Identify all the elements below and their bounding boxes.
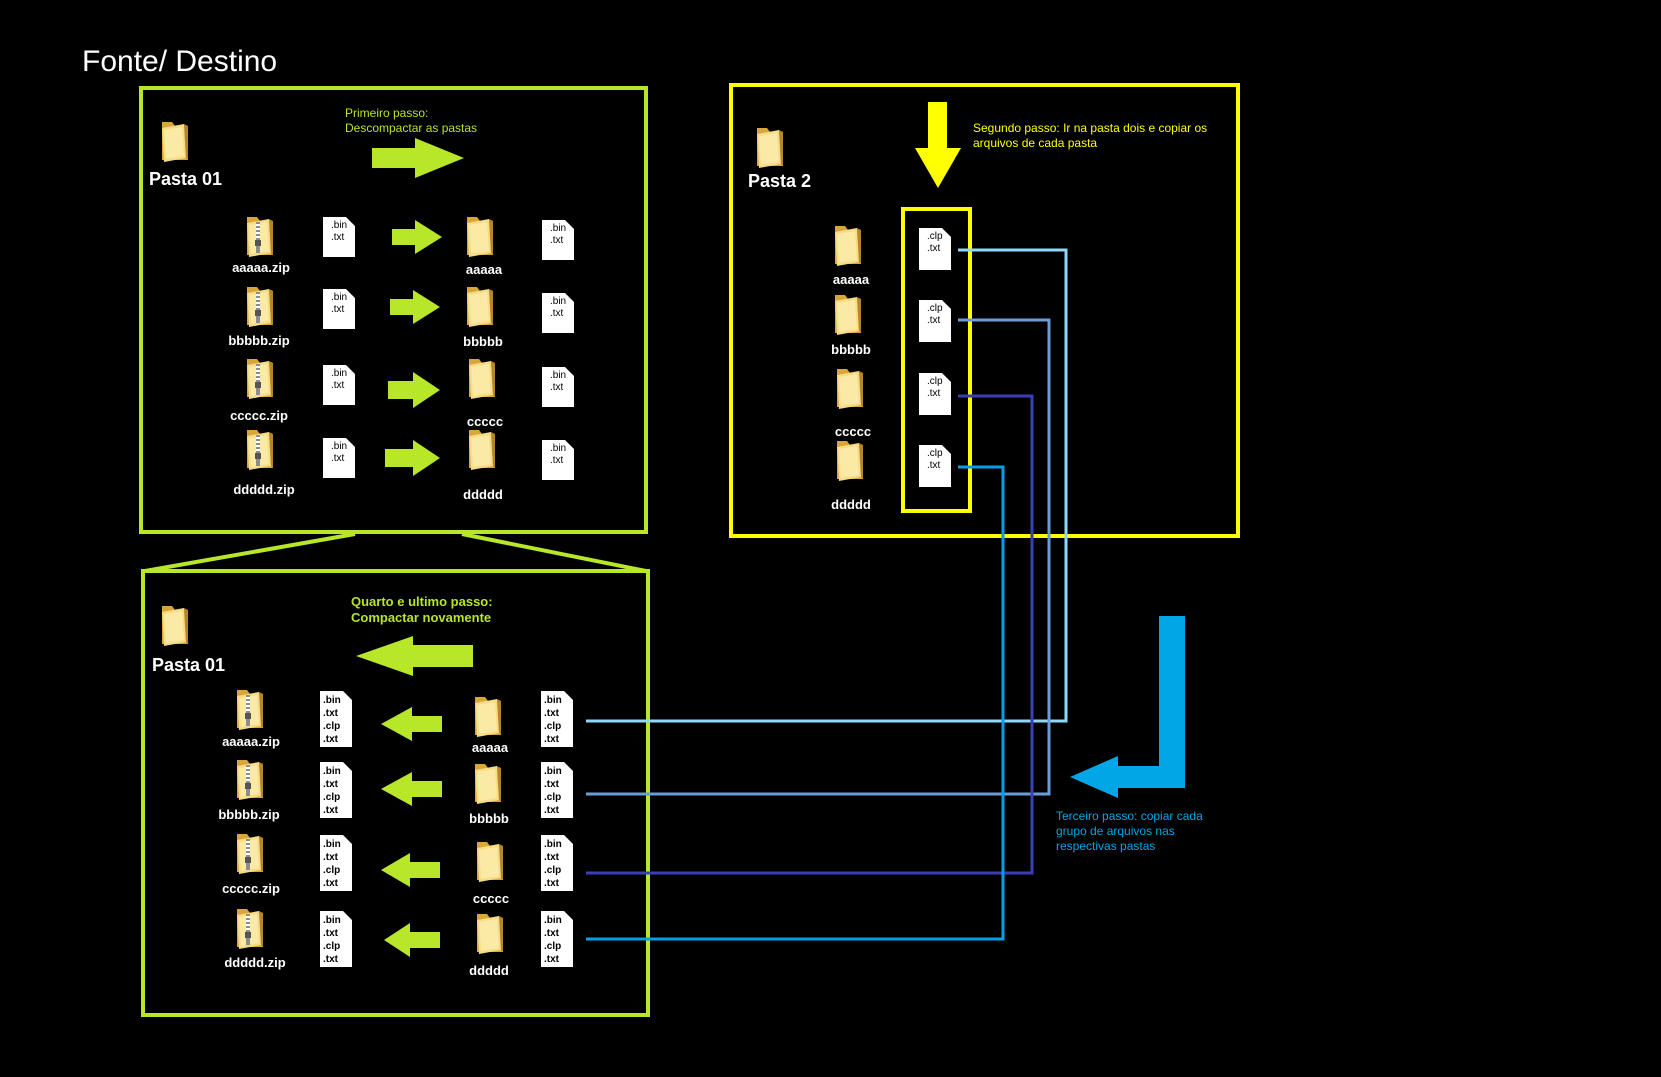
folder-label: bbbbb	[469, 811, 509, 826]
file-icon: .bin.txt.clp.txt	[320, 762, 352, 818]
step2-text: Segundo passo: Ir na pasta dois e copiar…	[973, 121, 1208, 150]
folder-label: aaaaa	[471, 740, 509, 755]
file-icon: .clp.txt	[919, 228, 951, 270]
zip-label: ccccc.zip	[222, 881, 280, 896]
row4-back-arrow-icon	[384, 923, 440, 957]
row3-back-arrow-icon	[381, 853, 440, 887]
pasta2-label: Pasta 2	[748, 171, 812, 191]
copy-line-bbbbb	[586, 318, 1051, 796]
folder-label: ccccc	[466, 414, 504, 429]
folder-icon	[835, 295, 861, 335]
file-icon: .clp.txt	[919, 300, 951, 342]
file-icon: .bin.txt	[323, 217, 355, 257]
folder-icon	[467, 217, 493, 257]
file-icon: .bin.txt	[323, 289, 355, 329]
step4-arrow-icon	[356, 636, 473, 676]
zip-folder-icon	[237, 690, 263, 730]
zip-label: bbbbb.zip	[218, 807, 280, 822]
step1-text: Primeiro passo: Descompactar as pastas	[345, 106, 478, 135]
zip-folder-icon	[247, 359, 273, 399]
zip-folder-icon	[237, 834, 263, 874]
file-icon: .bin.txt.clp.txt	[541, 691, 573, 747]
zip-folder-icon	[237, 909, 263, 949]
step1-arrow-icon	[372, 138, 464, 178]
copy-line-ddddd	[586, 465, 1005, 941]
step3-arrow-icon	[1070, 616, 1185, 798]
file-icon: .clp.txt	[919, 373, 951, 415]
folder-label: ccccc	[472, 891, 510, 906]
row1-back-arrow-icon	[381, 707, 442, 741]
file-icon: .bin.txt.clp.txt	[541, 762, 573, 818]
folder-icon	[469, 359, 495, 399]
row4-arrow-icon	[385, 440, 440, 476]
file-icon: .bin.txt	[323, 438, 355, 478]
row1-arrow-icon	[392, 220, 442, 254]
folder-icon	[469, 430, 495, 470]
pasta2-folder-icon	[757, 128, 783, 168]
zip-label: aaaaa.zip	[232, 260, 290, 275]
zip-folder-icon	[247, 217, 273, 257]
folder-label: bbbbb	[463, 334, 503, 349]
pasta01-label: Pasta 01	[149, 169, 223, 189]
zip-label: ddddd.zip	[224, 955, 286, 970]
file-icon: .bin.txt	[542, 440, 574, 480]
step2-arrow-icon	[915, 102, 961, 188]
pasta01-folder-icon	[162, 606, 188, 646]
copy-line-aaaaa	[586, 248, 1068, 723]
file-icon: .bin.txt	[323, 365, 355, 405]
pasta01-label: Pasta 01	[152, 655, 226, 675]
file-icon: .bin.txt.clp.txt	[320, 835, 352, 891]
folder-label: ccccc	[834, 424, 872, 439]
folder-label: aaaaa	[832, 272, 870, 287]
folder-icon	[467, 287, 493, 327]
folder-label: ddddd	[831, 497, 871, 512]
panel1-border	[139, 86, 648, 534]
zip-folder-icon	[247, 287, 273, 327]
copy-line-ccccc	[586, 394, 1034, 875]
folder-label: aaaaa	[465, 262, 503, 277]
folder-icon	[837, 369, 863, 409]
zip-label: bbbbb.zip	[228, 333, 290, 348]
file-icon: .bin.txt.clp.txt	[541, 835, 573, 891]
page-title: Fonte/ Destino	[82, 45, 278, 78]
clp-group-border	[901, 207, 972, 513]
zoom-connector-left	[144, 532, 356, 573]
zip-label: ccccc.zip	[230, 408, 288, 423]
zip-folder-icon	[237, 760, 263, 800]
file-icon: .clp.txt	[919, 445, 951, 487]
file-icon: .bin.txt	[542, 367, 574, 407]
zip-folder-icon	[247, 430, 273, 470]
step3-text: Terceiro passo: copiar cada grupo de arq…	[1056, 809, 1203, 853]
row2-arrow-icon	[390, 290, 440, 324]
row3-arrow-icon	[388, 372, 440, 408]
folder-icon	[475, 764, 501, 804]
row2-back-arrow-icon	[381, 772, 442, 806]
zip-label: aaaaa.zip	[222, 734, 280, 749]
folder-icon	[477, 842, 503, 882]
file-icon: .bin.txt	[542, 293, 574, 333]
folder-icon	[477, 914, 503, 954]
pasta01-folder-icon	[162, 122, 188, 162]
folder-label: ddddd	[469, 963, 509, 978]
folder-icon	[475, 697, 501, 737]
file-icon: .bin.txt.clp.txt	[541, 911, 573, 967]
folder-label: bbbbb	[831, 342, 871, 357]
file-icon: .bin.txt.clp.txt	[320, 691, 352, 747]
panel2-border	[729, 83, 1240, 538]
file-icon: .bin.txt	[542, 220, 574, 260]
zip-label: ddddd.zip	[233, 482, 295, 497]
step4-text: Quarto e ultimo passo: Compactar novamen…	[351, 594, 493, 625]
folder-label: ddddd	[463, 487, 503, 502]
zoom-connector-right	[461, 532, 647, 573]
folder-icon	[837, 441, 863, 481]
folder-icon	[835, 226, 861, 266]
file-icon: .bin.txt.clp.txt	[320, 911, 352, 967]
